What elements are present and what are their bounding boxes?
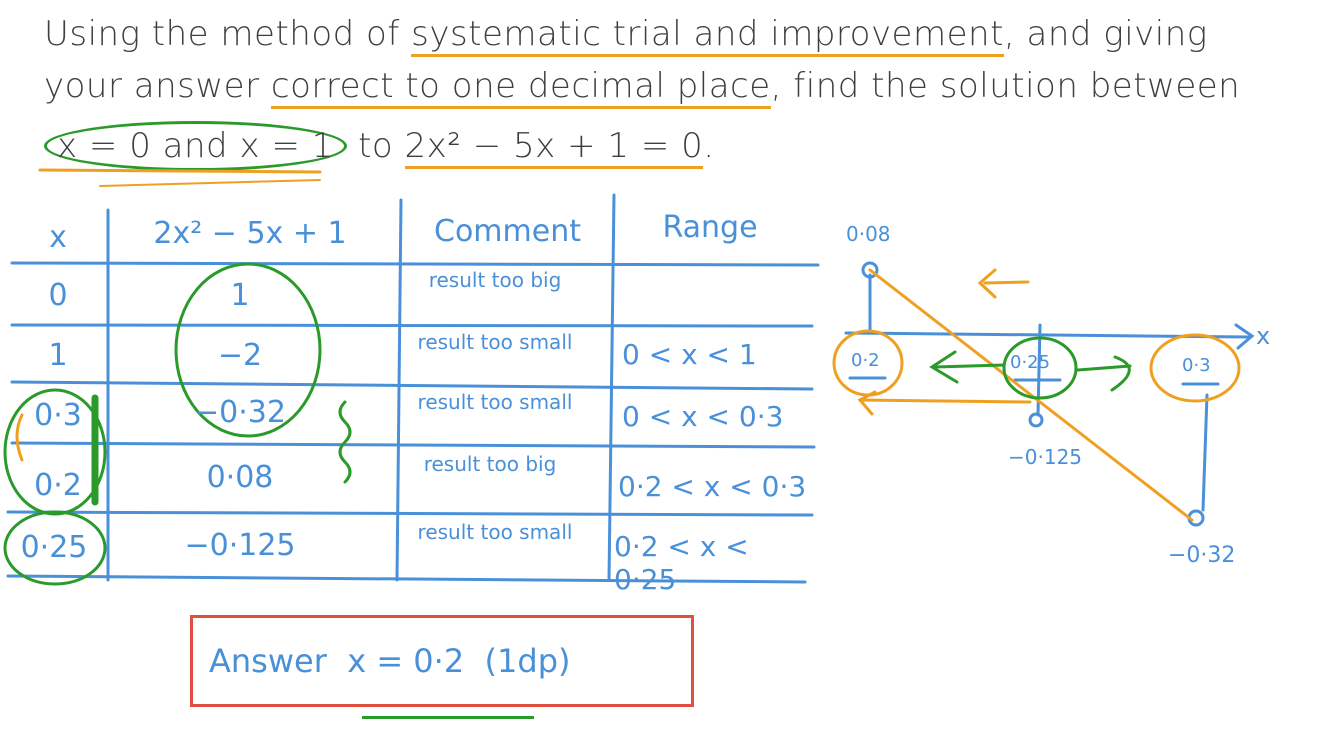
row-0-value: 1 xyxy=(230,278,250,313)
point-label-y-1: −0·125 xyxy=(1008,445,1083,469)
question-line-2: your answer correct to one decimal place… xyxy=(44,66,1241,109)
question-text: , and giving xyxy=(1003,14,1208,54)
axis-label-x: x xyxy=(1256,322,1271,350)
header-x: x xyxy=(49,220,67,255)
bounds-circled: x = 0 and x = 1 xyxy=(44,121,347,171)
question-text: , find the solution between xyxy=(770,66,1241,106)
row-4-comment: result too small xyxy=(417,520,573,544)
question-text: your answer xyxy=(44,66,271,106)
row-1-value: −2 xyxy=(217,338,263,373)
answer-underline xyxy=(362,716,534,719)
point-label-y-2: −0·32 xyxy=(1168,543,1236,568)
table-grid xyxy=(6,193,820,584)
header-expression: 2x² − 5x + 1 xyxy=(153,216,347,251)
answer-box: Answer x = 0·2 (1dp) xyxy=(190,615,694,707)
row-3-range: 0·2 < x < 0·3 xyxy=(618,470,807,503)
table-annotations xyxy=(3,262,352,586)
point-label-x-2: 0·3 xyxy=(1182,355,1211,376)
point-label-x-1: 0·25 xyxy=(1010,352,1051,373)
question-text: . xyxy=(703,126,715,166)
point-label-x-0: 0·2 xyxy=(851,350,880,371)
number-line xyxy=(844,261,1255,527)
number-line-green xyxy=(929,336,1132,400)
answer-text: Answer x = 0·2 (1dp) xyxy=(209,642,571,680)
row-2-value: −0·32 xyxy=(194,395,286,430)
row-4-value: −0·125 xyxy=(184,528,296,563)
question-line-1: Using the method of systematic trial and… xyxy=(44,14,1208,57)
row-3-comment: result too big xyxy=(423,452,557,476)
row-0-x: 0 xyxy=(48,278,68,313)
row-2-comment: result too small xyxy=(417,390,573,414)
row-3-value: 0·08 xyxy=(206,460,274,495)
row-1-range: 0 < x < 1 xyxy=(622,338,757,371)
row-3-x: 0·2 xyxy=(34,468,82,503)
highlight-method: systematic trial and improvement xyxy=(411,14,1004,57)
question-line-3: x = 0 and x = 1 to 2x² − 5x + 1 = 0. xyxy=(44,121,715,171)
highlight-accuracy: correct to one decimal place xyxy=(270,66,771,109)
number-line-orange xyxy=(832,268,1241,522)
row-4-x: 0·25 xyxy=(20,530,88,565)
question-text: to xyxy=(346,126,405,166)
row-1-x: 1 xyxy=(48,338,68,373)
row-2-range: 0 < x < 0·3 xyxy=(622,400,784,433)
equation: 2x² − 5x + 1 = 0 xyxy=(404,126,704,169)
row-1-comment: result too small xyxy=(417,330,573,354)
header-range: Range xyxy=(662,210,758,245)
row-4-range: 0·2 < x < 0·25 xyxy=(614,530,749,596)
question-text: Using the method of xyxy=(44,14,412,54)
header-comment: Comment xyxy=(434,214,581,249)
point-label-y-0: 0·08 xyxy=(846,222,891,246)
row-2-x: 0·3 xyxy=(34,398,82,433)
row-0-comment: result too big xyxy=(428,268,562,292)
